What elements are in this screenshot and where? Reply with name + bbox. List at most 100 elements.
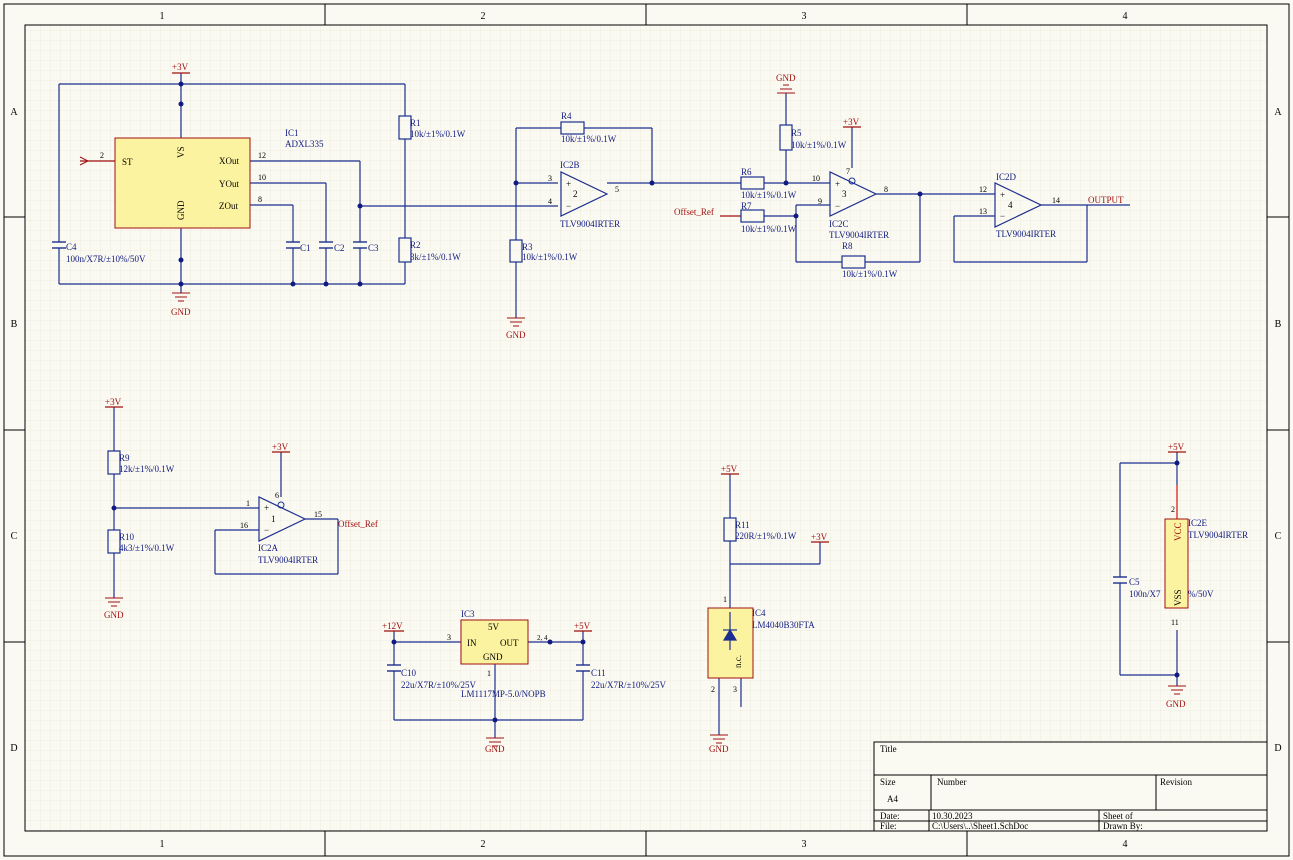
row-label-right-a: A — [1274, 107, 1282, 118]
r5-ground-icon — [777, 84, 795, 94]
r11-value: 220R/±1%/0.1W — [735, 531, 797, 541]
ic2d-value: TLV9004IRTER — [996, 229, 1056, 239]
c11-value: 22u/X7R/±10%/25V — [591, 680, 666, 690]
r11-ref: R11 — [735, 520, 750, 530]
ic1-ground-label: GND — [171, 307, 191, 317]
ic2b-pin-4: 4 — [548, 197, 552, 206]
r5-ref: R5 — [791, 128, 802, 138]
r10-body[interactable] — [107, 529, 121, 554]
r5-value: 10k/±1%/0.1W — [791, 140, 847, 150]
ic2e-pin-2: 2 — [1171, 505, 1175, 514]
title-label: Title — [880, 744, 897, 754]
col-label-bottom-3: 3 — [802, 839, 807, 850]
r3-ref: R3 — [522, 242, 533, 252]
ic2d-pin-13: 13 — [979, 207, 987, 216]
ic3-pin-out: OUT — [500, 638, 519, 648]
ic2c-unit: 3 — [842, 189, 847, 199]
date-label: Date: — [880, 811, 900, 821]
c5-value-tail: %/50V — [1188, 589, 1214, 599]
c11-ref: C11 — [591, 668, 606, 678]
ic2e-ref: IC2E — [1188, 518, 1208, 528]
r6-body[interactable] — [740, 176, 765, 190]
st-input-arrow-icon — [79, 156, 90, 166]
svg-text:+: + — [1000, 190, 1005, 200]
ic3-body[interactable] — [460, 619, 529, 665]
output-net-label: OUTPUT — [1088, 195, 1124, 205]
ic2e-body[interactable] — [1164, 518, 1189, 609]
r3-body[interactable] — [509, 239, 523, 263]
svg-text:−: − — [835, 201, 840, 211]
ic2e-value: TLV9004IRTER — [1188, 530, 1248, 540]
svg-text:+: + — [566, 179, 571, 189]
file-label: File: — [880, 821, 897, 831]
ic3-ground-icon — [486, 737, 504, 747]
ic2c-offset-ref-label: Offset_Ref — [674, 207, 714, 217]
opamp-power-section: VCC VSS 2 11 IC2E TLV9004IRTER C5 100n/X… — [1113, 442, 1248, 709]
ic2a-unit: 1 — [271, 514, 276, 524]
r6-value: 10k/±1%/0.1W — [741, 190, 797, 200]
r9-body[interactable] — [107, 450, 121, 475]
drawn-by-label: Drawn By: — [1103, 821, 1143, 831]
ic4-ground-icon — [710, 734, 728, 744]
ic3-value: LM1117MP-5.0/NOPB — [461, 689, 546, 699]
ic3-output-supply-label: +5V — [574, 621, 591, 631]
ic2c-supply-symbol: +3V — [843, 117, 861, 128]
r1-body[interactable] — [398, 115, 412, 140]
sheet-frame: 1 2 3 4 1 2 3 4 A B C D A B C D — [3, 3, 1290, 857]
ic2b-stage: +− 2 3 4 5 IC2B TLV9004IRTER R4 10k/±1%/… — [506, 111, 741, 340]
r9-ref: R9 — [119, 453, 130, 463]
r11-supply-label: +5V — [721, 464, 738, 474]
ic1-pin-num-10: 10 — [258, 173, 266, 182]
ic2a-stage: +− 1 1 16 15 6 IC2A TLV9004IRTER R9 12k/… — [104, 397, 378, 620]
c4-value: 100n/X7R/±10%/50V — [66, 254, 146, 264]
ic2b-ref: IC2B — [560, 160, 580, 170]
ic2a-pin-1: 1 — [246, 499, 250, 508]
r2-body[interactable] — [398, 237, 412, 263]
r8-body[interactable] — [841, 255, 866, 269]
ic2d-unit: 4 — [1008, 200, 1013, 210]
ic4-pin-3: 3 — [733, 685, 737, 694]
ic3-output-supply-symbol: +5V — [574, 621, 592, 632]
ic2d-opamp-icon[interactable] — [994, 182, 1043, 228]
col-label-top-3: 3 — [802, 11, 807, 22]
ic2e-pin-11: 11 — [1171, 618, 1179, 627]
ic1-body[interactable] — [114, 137, 251, 229]
ic2c-pin-7: 7 — [846, 167, 850, 176]
regulator-section: 5V IN OUT GND 3 2, 4 1 IC3 LM1117MP-5.0/… — [382, 609, 666, 754]
r8-ref: R8 — [842, 241, 853, 251]
ic1-pin-num-2: 2 — [100, 151, 104, 160]
ic1-pin-num-12: 12 — [258, 151, 266, 160]
ic1-pin-vs: VS — [176, 146, 186, 158]
ic2a-offset-ref-label: Offset_Ref — [338, 519, 378, 529]
ic4-value: LM4040B30FTA — [752, 620, 815, 630]
r10-ref: R10 — [119, 532, 135, 542]
ic3-pin-gnd: GND — [483, 652, 503, 662]
file-value: C:\Users\..\Sheet1.SchDoc — [932, 821, 1028, 831]
row-label-left-b: B — [11, 319, 18, 330]
ic3-pin-in: IN — [467, 638, 477, 648]
svg-text:−: − — [1000, 211, 1005, 221]
r1-ref: R1 — [410, 118, 421, 128]
col-label-bottom-4: 4 — [1123, 839, 1128, 850]
date-value: 10.30.2023 — [932, 811, 973, 821]
ic4-pin-2: 2 — [711, 685, 715, 694]
r5-ground-label: GND — [776, 73, 796, 83]
sheet-label: Sheet of — [1103, 811, 1133, 821]
r7-body[interactable] — [740, 209, 765, 223]
r11-body[interactable] — [723, 517, 737, 542]
ic3-input-supply-symbol: +12V — [382, 621, 404, 632]
c4-ref: C4 — [66, 242, 77, 252]
r10-ground-label: GND — [104, 610, 124, 620]
ic2b-opamp-icon[interactable] — [560, 171, 609, 217]
ic1-pin-xout: XOut — [219, 156, 239, 166]
ic2d-pin-12: 12 — [979, 185, 987, 194]
svg-text:−: − — [264, 525, 269, 535]
r4-body[interactable] — [560, 121, 585, 135]
ic2c-opamp-icon[interactable] — [829, 171, 878, 217]
ic1-pin-zout: ZOut — [219, 201, 238, 211]
ic4-ground-label: GND — [709, 744, 729, 754]
r5-body[interactable] — [779, 124, 793, 151]
ic3-pin-num-3: 3 — [447, 633, 451, 642]
col-label-bottom-1: 1 — [160, 839, 165, 850]
